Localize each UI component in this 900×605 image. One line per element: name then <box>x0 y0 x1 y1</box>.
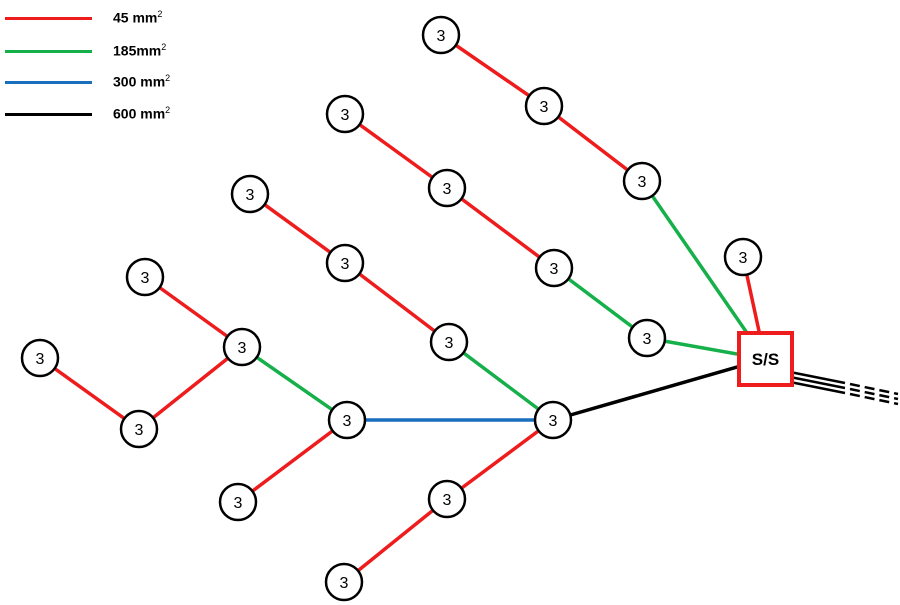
cable-edge-185 <box>640 180 767 360</box>
cable-edge-45 <box>38 356 141 431</box>
load-node-circle <box>218 482 258 522</box>
legend-item: 185mm2 <box>0 40 200 62</box>
load-node: 3 <box>218 482 258 522</box>
load-node-label: 3 <box>443 181 452 198</box>
load-node-circle <box>119 409 159 449</box>
load-node-circle <box>534 248 574 288</box>
load-node: 3 <box>429 322 469 362</box>
load-node-label: 3 <box>437 28 446 45</box>
cable-legend: 45 mm2 185mm2 300 mm2 600 mm2 <box>0 0 200 130</box>
load-node-circle <box>524 86 564 126</box>
substation-box <box>737 331 794 387</box>
load-node-circle <box>325 94 365 134</box>
load-node: 3 <box>723 237 763 277</box>
cable-edge-45 <box>343 112 449 190</box>
load-node-label: 3 <box>238 340 247 357</box>
load-node-circle <box>230 174 270 214</box>
cable-edge-45 <box>143 275 244 349</box>
legend-label: 45 mm2 <box>113 9 163 26</box>
substation-label: S/S <box>752 350 779 369</box>
legend-swatch-600 <box>5 113 92 116</box>
load-node: 3 <box>119 409 159 449</box>
load-node-label: 3 <box>341 256 350 273</box>
load-node-label: 3 <box>549 413 558 430</box>
load-node-label: 3 <box>341 107 350 124</box>
cable-edge-45 <box>440 33 545 108</box>
load-node: 3 <box>427 168 467 208</box>
cable-edge-45 <box>542 104 644 183</box>
load-node-label: 3 <box>343 413 352 430</box>
load-node: 3 <box>327 400 367 440</box>
legend-item: 45 mm2 <box>0 7 200 29</box>
load-node-circle <box>622 161 662 201</box>
substation: S/S <box>737 331 794 387</box>
legend-label: 300 mm2 <box>113 73 171 90</box>
load-node-circle <box>421 15 461 55</box>
load-node: 3 <box>125 257 165 297</box>
legend-label: 600 mm2 <box>113 105 171 122</box>
cable-edge-45 <box>445 418 555 501</box>
load-node-circle <box>324 562 364 602</box>
load-node: 3 <box>534 248 574 288</box>
load-node: 3 <box>622 161 662 201</box>
load-node-label: 3 <box>141 270 150 287</box>
load-node-circle <box>533 400 573 440</box>
cable-edge-45 <box>343 261 451 344</box>
load-node-label: 3 <box>246 187 255 204</box>
legend-item: 600 mm2 <box>0 103 200 125</box>
load-node-label: 3 <box>445 335 454 352</box>
cable-edge-185 <box>447 340 555 422</box>
load-node-label: 3 <box>135 422 144 439</box>
cable-edges <box>38 33 767 584</box>
load-node-label: 3 <box>643 331 652 348</box>
cable-edge-45 <box>137 345 244 431</box>
load-node: 3 <box>222 327 262 367</box>
cable-edge-600 <box>552 357 766 422</box>
load-node: 3 <box>524 86 564 126</box>
load-node-circle <box>327 400 367 440</box>
cable-edge-45 <box>248 192 347 265</box>
load-node-circle <box>222 327 262 367</box>
load-node-label: 3 <box>550 261 559 278</box>
load-node-circle <box>429 322 469 362</box>
cable-edge-185 <box>552 266 649 340</box>
load-node: 3 <box>533 400 573 440</box>
load-node-circle <box>627 318 667 358</box>
load-node: 3 <box>325 94 365 134</box>
load-node-label: 3 <box>36 351 45 368</box>
load-node-circle <box>723 237 763 277</box>
load-node-label: 3 <box>340 575 349 592</box>
legend-label: 185mm2 <box>113 42 167 59</box>
load-node-circle <box>125 257 165 297</box>
cable-edge-45 <box>342 497 449 584</box>
cable-edge-45 <box>445 186 556 270</box>
outgoing-feeder <box>789 370 899 406</box>
legend-item: 300 mm2 <box>0 71 200 93</box>
legend-swatch-300 <box>5 81 92 84</box>
legend-swatch-45 <box>5 17 92 20</box>
load-node: 3 <box>325 243 365 283</box>
cable-edge-185 <box>241 345 348 422</box>
load-node: 3 <box>230 174 270 214</box>
load-node-label: 3 <box>443 492 452 509</box>
load-node: 3 <box>421 15 461 55</box>
cable-edge-45 <box>236 418 349 504</box>
load-node-circle <box>20 338 60 378</box>
load-node-circle <box>325 243 365 283</box>
legend-swatch-185 <box>5 50 92 53</box>
load-node: 3 <box>20 338 60 378</box>
load-node-label: 3 <box>234 495 243 512</box>
load-node-circle <box>427 479 467 519</box>
load-node: 3 <box>627 318 667 358</box>
load-node: 3 <box>324 562 364 602</box>
load-node: 3 <box>427 479 467 519</box>
load-node-label: 3 <box>739 250 748 267</box>
load-node-label: 3 <box>540 99 549 116</box>
nodes: 3 3 3 3 3 3 3 3 3 3 3 3 3 3 3 3 3 3 3 3 <box>20 15 763 602</box>
load-node-label: 3 <box>638 174 647 191</box>
load-node-circle <box>427 168 467 208</box>
